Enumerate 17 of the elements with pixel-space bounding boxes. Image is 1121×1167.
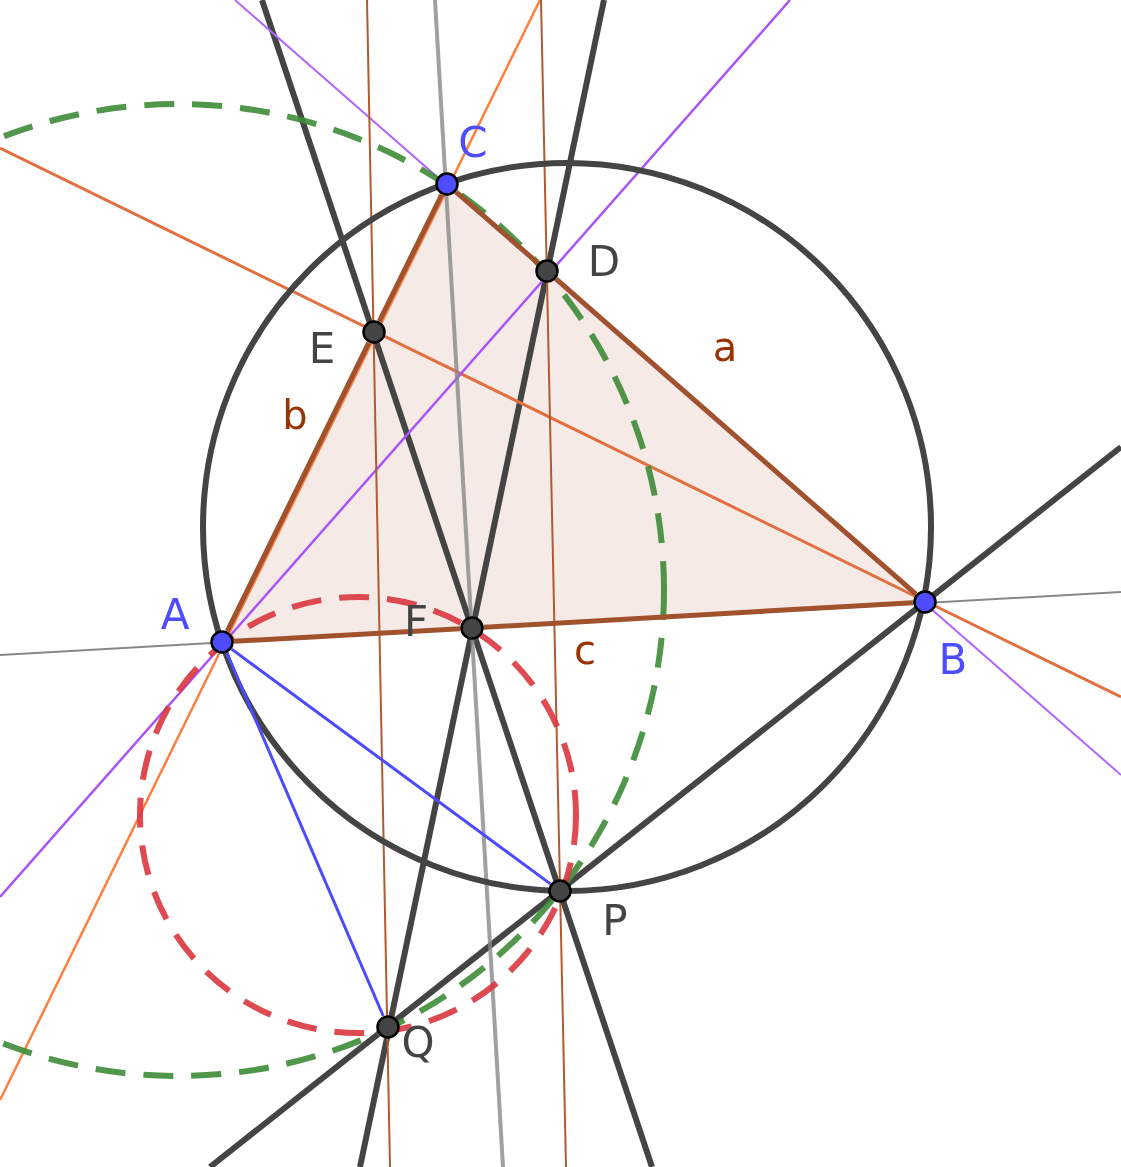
triangle-side [225,341,371,633]
triangle-side [483,600,914,630]
segment [225,652,385,1017]
point-label: Q [400,1020,436,1066]
point-label: E [307,326,337,372]
side-label: a [712,325,738,369]
triangle-side [554,277,918,596]
segment [230,647,552,886]
triangle-side [377,193,444,323]
triangle-side [233,626,461,644]
point-label: A [159,592,191,638]
point-label: B [937,637,969,683]
triangle-side [454,190,540,265]
side-label: c [574,628,596,672]
point-label: D [586,239,622,285]
side-label: b [282,393,308,437]
point-label: P [601,898,629,944]
